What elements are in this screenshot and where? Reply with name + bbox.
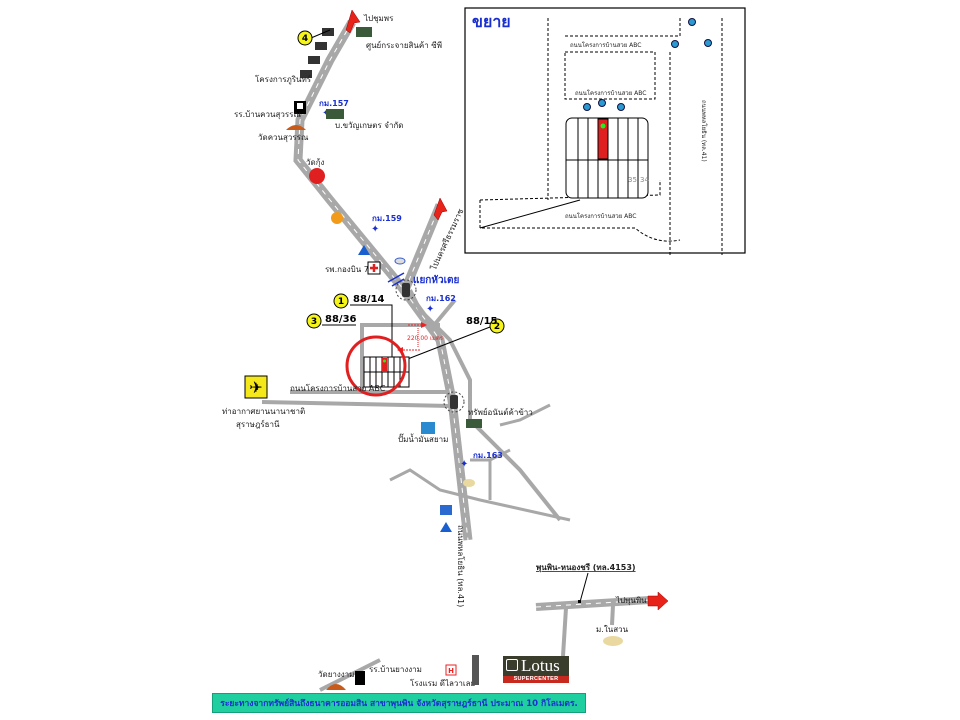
highway-north	[293, 19, 473, 541]
callout-4-badge	[297, 30, 313, 46]
hospital-cross	[370, 264, 378, 272]
landmark-housing-project: โครงการภูรินทร์	[255, 74, 312, 85]
school-icon-window	[297, 103, 303, 109]
factory-icon	[326, 109, 344, 119]
landmark-distribution-center: ศูนย์กระจายสินค้า ซีพี	[366, 40, 442, 51]
inset-lot-34: 34	[640, 176, 649, 184]
landmark-temple-1: วัดควนสุวรรณ	[258, 133, 309, 142]
km-marker-162: กม.162	[426, 294, 456, 303]
landmark-village: ม.ในสวน	[596, 625, 629, 634]
temple-icon	[286, 125, 306, 130]
lotus-name: Lotus	[521, 656, 560, 675]
landmark-airport-line1: ท่าอากาศยานนานาชาติ	[222, 407, 305, 416]
school-2-icon	[355, 671, 365, 685]
distance-footer: ระยะทางจากทรัพย์สินถึงธนาคารออมสิน สาขาพ…	[212, 693, 586, 713]
store-icon	[466, 419, 482, 428]
callout-2-leader	[399, 326, 491, 363]
callout-2-number: 2	[494, 322, 500, 332]
landmark-school-1: รร.บ้านควนสุวรรณ	[234, 110, 301, 119]
warehouse-icon	[356, 27, 372, 37]
lotus-subtitle: SUPERCENTER	[503, 676, 569, 683]
airport-icon	[244, 375, 268, 399]
traffic-light-2-icon	[450, 395, 458, 409]
inset-lot-35: 35	[628, 176, 637, 184]
traffic-light-2-circle	[443, 391, 465, 413]
landmark-temple-2: วัดกุ้ง	[306, 158, 325, 167]
callout-3-number: 3	[311, 317, 317, 327]
hotel-icon	[445, 664, 457, 676]
village-icon	[463, 479, 475, 487]
destination-north: ไปชุมพร	[363, 14, 394, 23]
bank-icon	[440, 505, 452, 515]
km-162-icon: ✦	[426, 304, 434, 315]
tall-building-icon	[472, 655, 479, 685]
landmark-hospital: รพ.กองบิน 7	[325, 265, 369, 274]
landmark-junction: แยกหัวเตย	[413, 274, 459, 286]
gas-station-icon	[421, 422, 435, 434]
landmark-school-2: รร.บ้านยางงาม	[369, 665, 422, 674]
lotus-logo-icon	[506, 659, 518, 671]
callout-3-badge	[306, 313, 322, 329]
inset-road-mid: ถนนโครงการบ้านสวย ABC	[575, 89, 647, 97]
km-163-icon: ✦	[460, 459, 468, 470]
overpass-icon	[387, 272, 405, 287]
airplane-glyph: ✈	[249, 378, 262, 397]
target-property-circle	[345, 335, 407, 397]
south-roads	[389, 403, 571, 522]
road-4153-leader	[579, 572, 589, 603]
traffic-light-circle	[395, 279, 417, 301]
hotel-glyph: H	[448, 667, 454, 675]
inset-highway: ถนนพหลโยธิน (ทล.41)	[700, 100, 708, 162]
inset-road-top: ถนนโครงการบ้านสวย ABC	[570, 41, 642, 49]
project-roads	[261, 323, 451, 408]
callout-2-badge	[489, 318, 505, 334]
inset-title: ขยาย	[472, 12, 511, 31]
landmark-gas-station: ปั๊มน้ำมันสยาม	[398, 433, 448, 444]
distance-label: 220.00 เมตร	[407, 335, 444, 342]
side-road-east	[408, 289, 562, 522]
km-marker-157: กม.157	[319, 99, 349, 108]
arrow-northeast-icon	[433, 197, 448, 221]
road-northeast	[400, 203, 445, 292]
traffic-light-icon	[402, 283, 410, 297]
callout-1-number: 1	[338, 297, 344, 307]
shell-station-icon	[331, 212, 343, 224]
bridge-marker-icon	[394, 257, 406, 265]
callout-3-label: 88/36	[325, 314, 357, 325]
callout-1-label: 88/14	[353, 294, 385, 305]
landmark-highway: ถนนพหลโยธิน (ทล.41)	[456, 525, 466, 607]
callout-1-badge	[333, 293, 349, 309]
plot-grid	[363, 356, 410, 388]
landmark-hotel: โรงแรม ดีไลวาเลย์	[410, 678, 475, 688]
road-4153	[535, 596, 651, 657]
temple-2-icon	[309, 168, 325, 184]
callout-4-number: 4	[302, 34, 308, 44]
landmark-project-road: ถนนโครงการบ้านสวย ABC	[290, 383, 386, 393]
village-2-icon	[603, 636, 623, 646]
inset-enlarged-view: ขยาย ถนนโครงการบ้านสวย ABC ถนนโครงการบ้า…	[464, 7, 746, 255]
landmark-road-4153: พุนพิน-หนองชรี (ทล.4153)	[536, 562, 636, 573]
landmark-company: บ.ขวัญเกษตร จำกัด	[335, 121, 404, 130]
destination-east: ไปพุนพิน	[615, 596, 647, 605]
road-4153-point	[578, 600, 581, 603]
callout-2-label: 88/15	[466, 316, 498, 327]
lotus-supercenter-logo: Lotus SUPERCENTER	[503, 656, 569, 683]
km-marker-159: กม.159	[372, 214, 402, 223]
ptt-station-icon	[358, 245, 370, 255]
road-yangngam	[319, 658, 381, 692]
inset-road-bottom: ถนนโครงการบ้านสวย ABC	[565, 212, 637, 220]
arrow-north-icon	[345, 9, 361, 34]
footer-text: ระยะทางจากทรัพย์สินถึงธนาคารออมสิน สาขาพ…	[220, 699, 578, 709]
landmark-store: ทรัพย์อนันต์ค้าข้าว	[468, 407, 533, 417]
housing-blocks-icon	[300, 28, 334, 78]
km-marker-163: กม.163	[473, 451, 503, 460]
km-159-icon: ✦	[371, 224, 379, 235]
callout-4-leader	[310, 29, 331, 39]
landmark-airport-line2: สุราษฎร์ธานี	[236, 419, 280, 429]
landmark-temple-3: วัดยางงาม	[318, 670, 354, 679]
ptt-station-2-icon	[440, 522, 452, 532]
temple-3-icon	[326, 684, 346, 690]
arrow-east-icon	[647, 591, 669, 611]
